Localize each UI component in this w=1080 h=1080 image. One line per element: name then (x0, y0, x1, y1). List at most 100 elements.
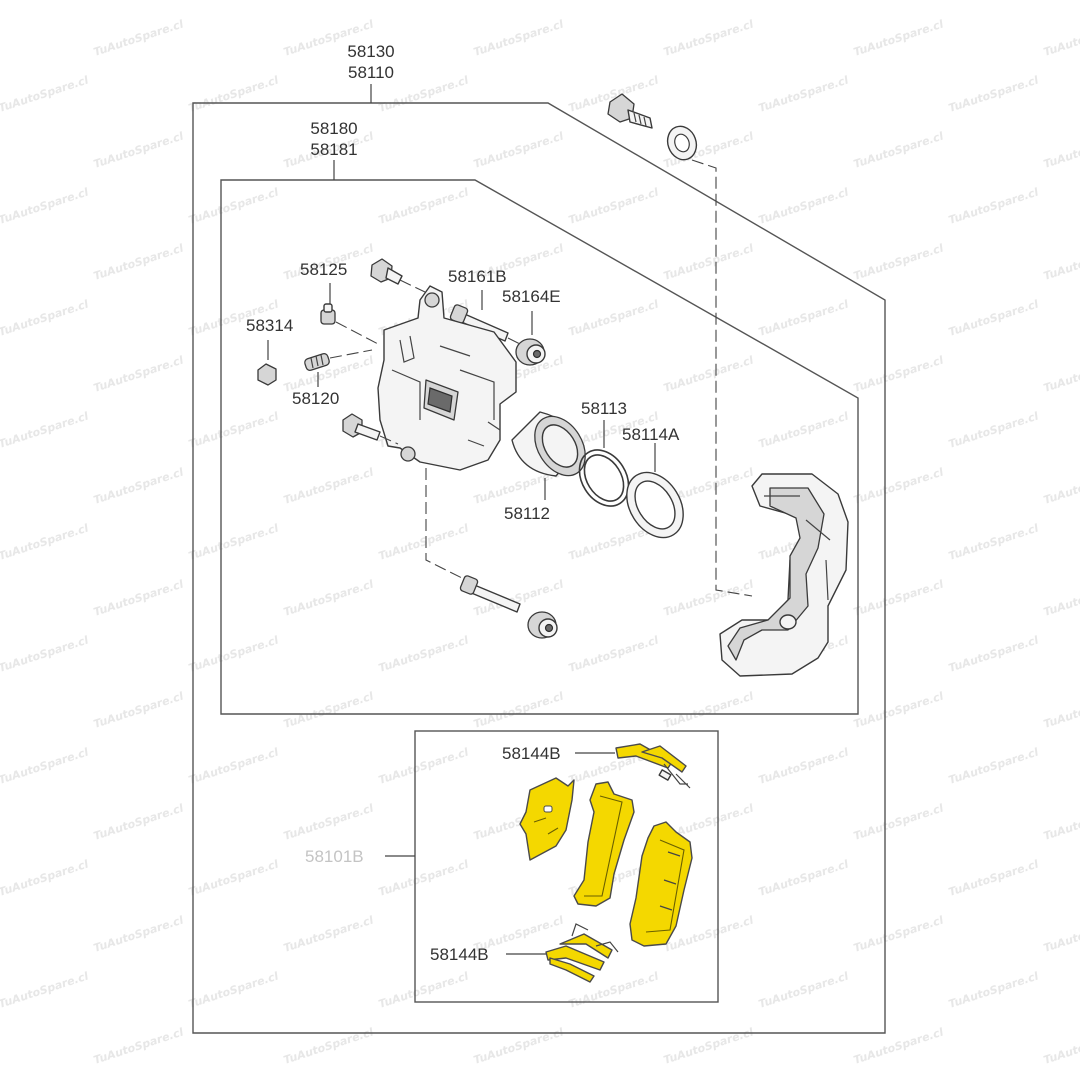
watermark-text: TuAutoSpare.cl (947, 745, 1040, 786)
watermark-text: TuAutoSpare.cl (472, 1025, 565, 1066)
watermark-text: TuAutoSpare.cl (282, 689, 375, 730)
dash-guide-pin (507, 337, 521, 345)
dash-lower-bolt (379, 435, 399, 445)
pad-shim[interactable] (519, 777, 575, 861)
watermark-text: TuAutoSpare.cl (757, 185, 850, 226)
label-58113[interactable]: 58113 (581, 399, 627, 418)
label-58314[interactable]: 58314 (246, 316, 293, 335)
watermark-text: TuAutoSpare.cl (92, 241, 185, 282)
watermark-text: TuAutoSpare.cl (92, 17, 185, 58)
label-58161b[interactable]: 58161B (448, 267, 507, 286)
caliper-housing[interactable] (377, 285, 517, 471)
watermark-text: TuAutoSpare.cl (187, 185, 280, 226)
dash-upper-bolt (399, 279, 426, 293)
watermark-text: TuAutoSpare.cl (757, 409, 850, 450)
watermark-text: TuAutoSpare.cl (1042, 801, 1080, 842)
watermark-text: TuAutoSpare.cl (852, 465, 945, 506)
caliper-frame (220, 179, 859, 715)
dash-lower-pin (425, 468, 471, 583)
watermark-text: TuAutoSpare.cl (0, 297, 90, 338)
caliper-piston[interactable] (511, 407, 596, 485)
watermark-text: TuAutoSpare.cl (947, 0, 1040, 3)
watermark-text: TuAutoSpare.cl (0, 745, 90, 786)
watermark-text: TuAutoSpare.cl (947, 297, 1040, 338)
watermark-text: TuAutoSpare.cl (947, 969, 1040, 1010)
dash-58125 (335, 321, 381, 346)
watermark-text: TuAutoSpare.cl (852, 801, 945, 842)
bolt-washer[interactable] (663, 122, 701, 164)
watermark-text: TuAutoSpare.cl (377, 633, 470, 674)
watermark-text: TuAutoSpare.cl (852, 577, 945, 618)
pad-kit-frame (414, 730, 719, 1003)
watermark-text: TuAutoSpare.cl (662, 17, 755, 58)
watermark-text: TuAutoSpare.cl (852, 129, 945, 170)
watermark-text: TuAutoSpare.cl (1042, 689, 1080, 730)
assembly-frame (192, 102, 886, 1034)
watermark-text: TuAutoSpare.cl (92, 129, 185, 170)
watermark-text: TuAutoSpare.cl (947, 73, 1040, 114)
bolt-dash-line (691, 159, 753, 597)
watermark-text: TuAutoSpare.cl (757, 73, 850, 114)
watermark-text: TuAutoSpare.cl (567, 633, 660, 674)
label-58120[interactable]: 58120 (292, 389, 339, 408)
label-58144b-bottom[interactable]: 58144B (430, 945, 489, 964)
bleeder-cap[interactable] (320, 303, 336, 325)
watermark-text: TuAutoSpare.cl (1042, 353, 1080, 394)
watermark-text: TuAutoSpare.cl (472, 129, 565, 170)
watermark-text: TuAutoSpare.cl (757, 969, 850, 1010)
watermark-text: TuAutoSpare.cl (947, 185, 1040, 226)
watermark-text: TuAutoSpare.cl (0, 633, 90, 674)
watermark-text: TuAutoSpare.cl (757, 0, 850, 3)
guide-pin-boot-lower[interactable] (527, 611, 558, 639)
watermark-text: TuAutoSpare.cl (187, 857, 280, 898)
watermark-text: TuAutoSpare.cl (282, 913, 375, 954)
watermark-text: TuAutoSpare.cl (1042, 913, 1080, 954)
label-58110[interactable]: 58110 (348, 63, 394, 82)
mounting-bolt[interactable] (607, 93, 653, 129)
pad-clip-bottom[interactable] (545, 923, 619, 983)
watermark-text: TuAutoSpare.cl (377, 745, 470, 786)
label-58180[interactable]: 58180 (310, 119, 357, 138)
watermark-text: TuAutoSpare.cl (567, 0, 660, 3)
label-58144b-top[interactable]: 58144B (502, 744, 561, 763)
watermark-text: TuAutoSpare.cl (1042, 1025, 1080, 1066)
label-58112[interactable]: 58112 (504, 504, 550, 523)
watermark-text: TuAutoSpare.cl (947, 633, 1040, 674)
label-58125[interactable]: 58125 (300, 260, 347, 279)
bleeder-screw[interactable] (257, 363, 277, 386)
watermark-text: TuAutoSpare.cl (282, 465, 375, 506)
watermark-text: TuAutoSpare.cl (1042, 465, 1080, 506)
brake-pad-outer[interactable] (629, 821, 693, 947)
label-58114a[interactable]: 58114A (622, 425, 680, 444)
guide-bolt-upper[interactable] (370, 258, 403, 285)
bleeder-valve[interactable] (304, 352, 331, 372)
watermark-text: TuAutoSpare.cl (852, 353, 945, 394)
watermark-text: TuAutoSpare.cl (662, 577, 755, 618)
guide-bolt-lower[interactable] (342, 413, 381, 441)
guide-pin-boot-upper[interactable] (515, 338, 546, 366)
label-58181[interactable]: 58181 (310, 140, 357, 159)
guide-pin-lower[interactable] (459, 575, 521, 613)
watermark-text: TuAutoSpare.cl (1042, 577, 1080, 618)
watermark-text: TuAutoSpare.cl (852, 241, 945, 282)
watermark-text: TuAutoSpare.cl (187, 745, 280, 786)
caliper-carrier[interactable] (719, 473, 849, 677)
watermark-text: TuAutoSpare.cl (757, 857, 850, 898)
watermark-text: TuAutoSpare.cl (282, 577, 375, 618)
label-58130[interactable]: 58130 (347, 42, 394, 61)
watermark-text: TuAutoSpare.cl (567, 185, 660, 226)
watermark-text: TuAutoSpare.cl (187, 521, 280, 562)
pad-clip-top[interactable] (615, 743, 691, 789)
watermark-text: TuAutoSpare.cl (0, 857, 90, 898)
watermark-text: TuAutoSpare.cl (567, 297, 660, 338)
watermark-text: TuAutoSpare.cl (947, 857, 1040, 898)
label-58164e[interactable]: 58164E (502, 287, 561, 306)
brake-pad-inner[interactable] (573, 781, 635, 907)
watermark-text: TuAutoSpare.cl (187, 969, 280, 1010)
piston-dust-boot[interactable] (615, 462, 694, 548)
label-58101b[interactable]: 58101B (305, 847, 364, 866)
piston-seal[interactable] (569, 441, 638, 515)
watermark-text: TuAutoSpare.cl (92, 465, 185, 506)
